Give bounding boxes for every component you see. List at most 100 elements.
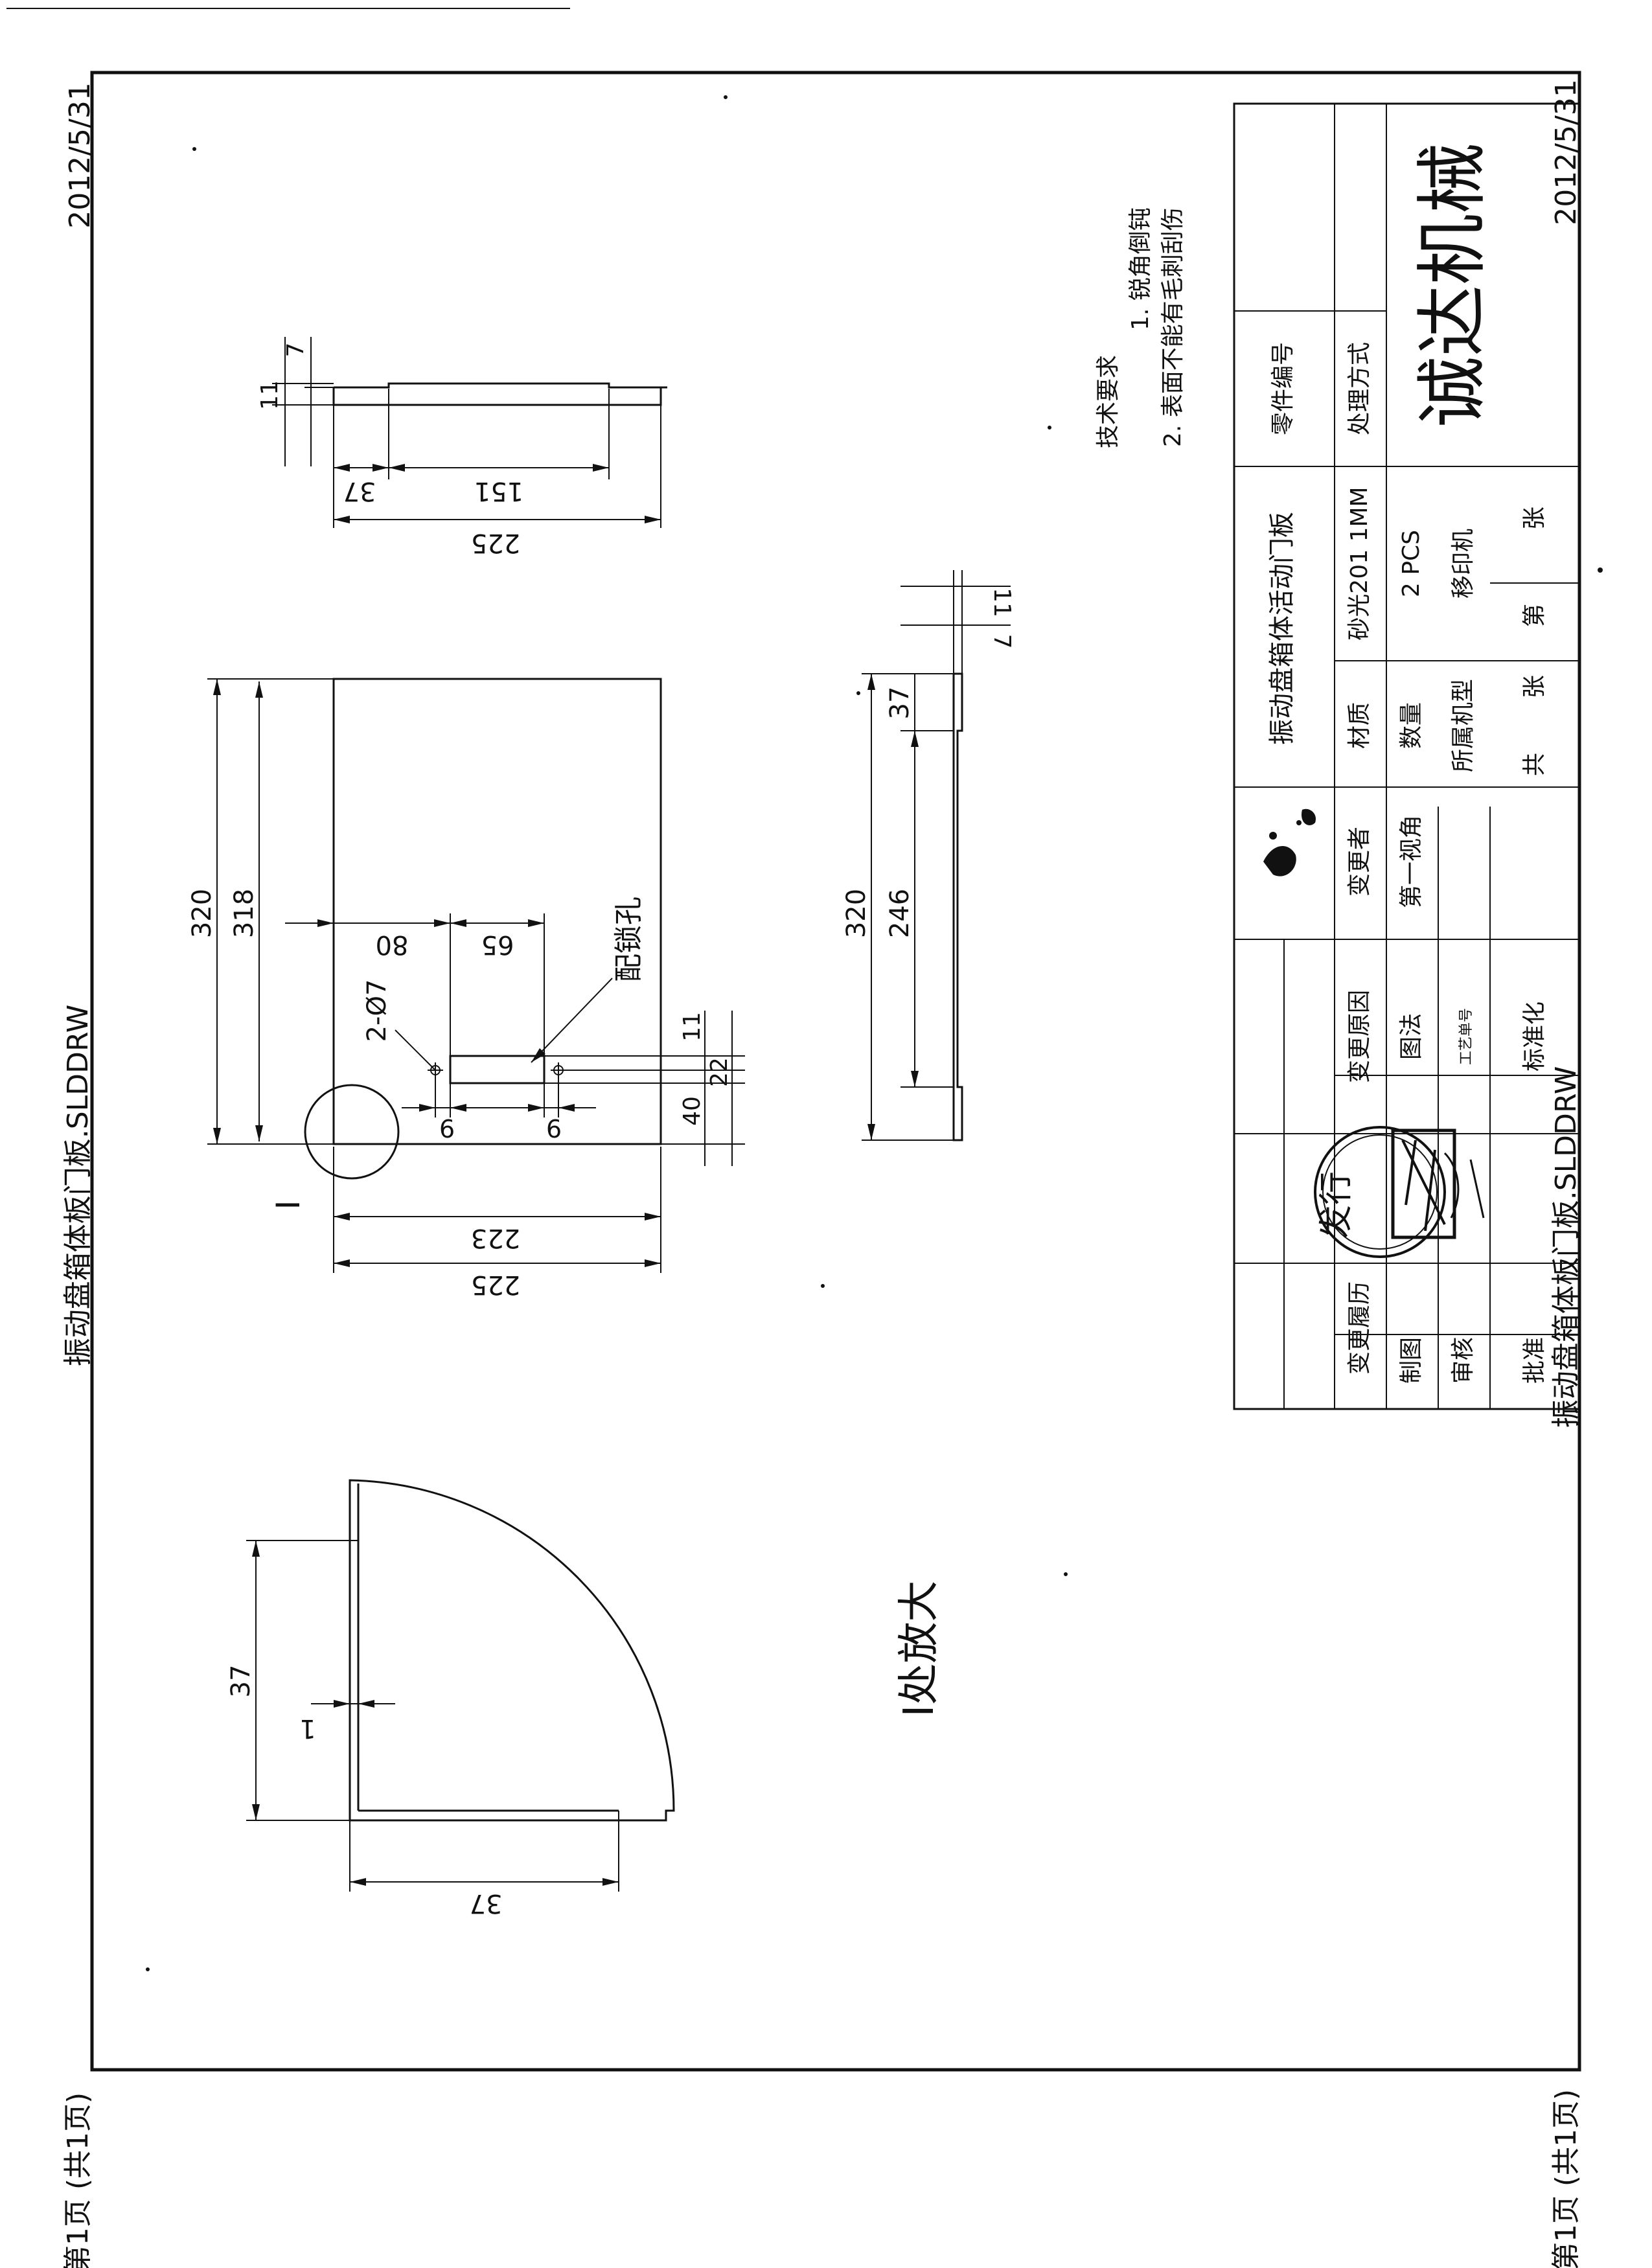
dim-arrow [213,679,221,695]
dim-arrow [419,1104,435,1112]
dim-arrow [334,1259,350,1267]
change-reason-label: 变更原因 [1346,990,1373,1083]
machine-value: 移印机 [1450,529,1476,599]
approval-stamp: 发行 [1314,1126,1485,1258]
tech-requirements-title: 技术要求 [1095,355,1121,448]
margin-file-name: 振动盘箱体板门板.SLDDRW [62,1005,95,1367]
dim-arrow [317,919,334,927]
side-dim-11: 11 [989,588,1015,617]
sheets-unit-label: 张 [1521,675,1548,698]
dim-arrow [350,1878,366,1886]
front-dim-65: 65 [481,930,514,959]
company-logo [1263,808,1316,876]
front-dim-40: 40 [679,1096,706,1126]
dim-arrow [358,1700,374,1708]
front-dim-22: 22 [706,1057,733,1087]
side-dim-7: 7 [989,634,1015,649]
front-dim-9b: 9 [546,1114,562,1142]
dim-arrow [602,1878,619,1886]
detail-dim-37-horizontal: 37 [470,1888,503,1918]
sheet-no-label: 第 [1521,604,1548,627]
front-dim-223: 223 [471,1223,520,1253]
sheets-total-label: 共 [1521,753,1548,776]
detail-circle [304,1084,400,1180]
title-block: 诚达机械 零件编号 处理方式 振动盘箱体活动门板 砂光201 1MM 材质 2 … [1233,102,1581,1410]
margin-date-right: 2012/5/31 [1550,79,1583,225]
front-dim-318: 318 [229,889,259,938]
qty-label: 数量 [1398,702,1425,749]
leader-line [395,1029,436,1071]
top-dim-151: 151 [474,476,523,506]
margin-page-label: 第1页 (共1页) [62,2092,95,2268]
dim-arrow [528,919,544,927]
dim-arrow [645,516,661,523]
detail-view-title: I处放大 [895,1581,943,1717]
title-block-frame [1233,102,1581,1410]
detail-arc [349,1479,675,1822]
tech-requirement-2: 2. 表面不能有毛刺刮伤 [1160,207,1186,447]
dim-arrow [434,919,450,927]
dim-arrow [450,1104,466,1112]
tech-requirement-1: 1. 锐角倒钝 [1127,207,1154,330]
front-dim-11: 11 [679,1012,706,1042]
top-dim-11: 11 [257,380,283,410]
dim-arrow [334,1213,350,1220]
front-dim-9a: 9 [439,1114,455,1142]
side-dim-37: 37 [885,687,915,720]
dim-arrow [558,1104,575,1112]
detail-dim-37-vertical: 37 [226,1665,256,1698]
dim-arrow [528,1104,544,1112]
material-value: 砂光201 1MM [1346,487,1373,640]
dim-arrow [593,464,609,472]
title-block-file-name: 振动盘箱体板门板.SLDDRW [1550,1066,1583,1428]
side-view: 320 246 37 11 7 [842,570,1015,1141]
material-label: 材质 [1346,702,1373,749]
dim-arrow [450,919,466,927]
dim-arrow [645,1213,661,1220]
dim-arrow [373,464,389,472]
top-dim-37: 37 [343,476,376,506]
projection-label: 图法 [1398,1013,1425,1060]
margin-date-top: 2012/5/31 [63,82,97,229]
standardized-label: 标准化 [1521,1002,1548,1071]
lock-hole-label: 配锁孔 [612,897,645,982]
front-dim-320: 320 [187,889,217,938]
dim-arrow [645,1259,661,1267]
dim-arrow [255,682,263,698]
detail-dim-1: 1 [299,1713,315,1743]
dim-arrow [911,731,919,747]
front-dim-225: 225 [471,1270,520,1300]
lock-slot [449,1055,545,1084]
leader-line [531,978,613,1063]
side-dim-320: 320 [842,889,871,938]
dim-arrow [213,1128,221,1144]
side-dim-246: 246 [885,889,915,938]
dim-arrow [252,1804,260,1820]
stamp-text: 发行 [1317,1171,1356,1239]
dim-arrow [334,464,350,472]
machine-label: 所属机型 [1450,679,1476,772]
process-label: 处理方式 [1346,342,1373,435]
detail-view: 37 1 37 I处放大 [226,1479,943,1918]
side-view-outline [952,672,963,1141]
approved-label: 批准 [1521,1337,1548,1384]
margin-page-label-right: 第1页 (共1页) [1550,2089,1583,2268]
sheet-no-unit-label: 张 [1521,507,1548,530]
revision-history-label: 变更履历 [1346,1281,1373,1375]
changer-label: 变更者 [1346,827,1373,897]
top-dim-7: 7 [282,343,309,358]
process-no-label: 工艺单号 [1458,1008,1474,1065]
dim-arrow [252,1541,260,1557]
dim-arrow [389,464,405,472]
dim-arrow [911,1071,919,1087]
detail-marker: I [270,1200,307,1210]
top-view: 37 151 225 11 7 [257,337,667,558]
plate-outline [332,678,662,1145]
dim-arrow [334,516,350,523]
dim-arrow [867,674,875,690]
projection-value: 第一视角 [1398,815,1425,908]
dim-arrow [255,1125,263,1141]
front-dim-80: 80 [376,930,409,959]
top-dim-225: 225 [471,528,520,558]
